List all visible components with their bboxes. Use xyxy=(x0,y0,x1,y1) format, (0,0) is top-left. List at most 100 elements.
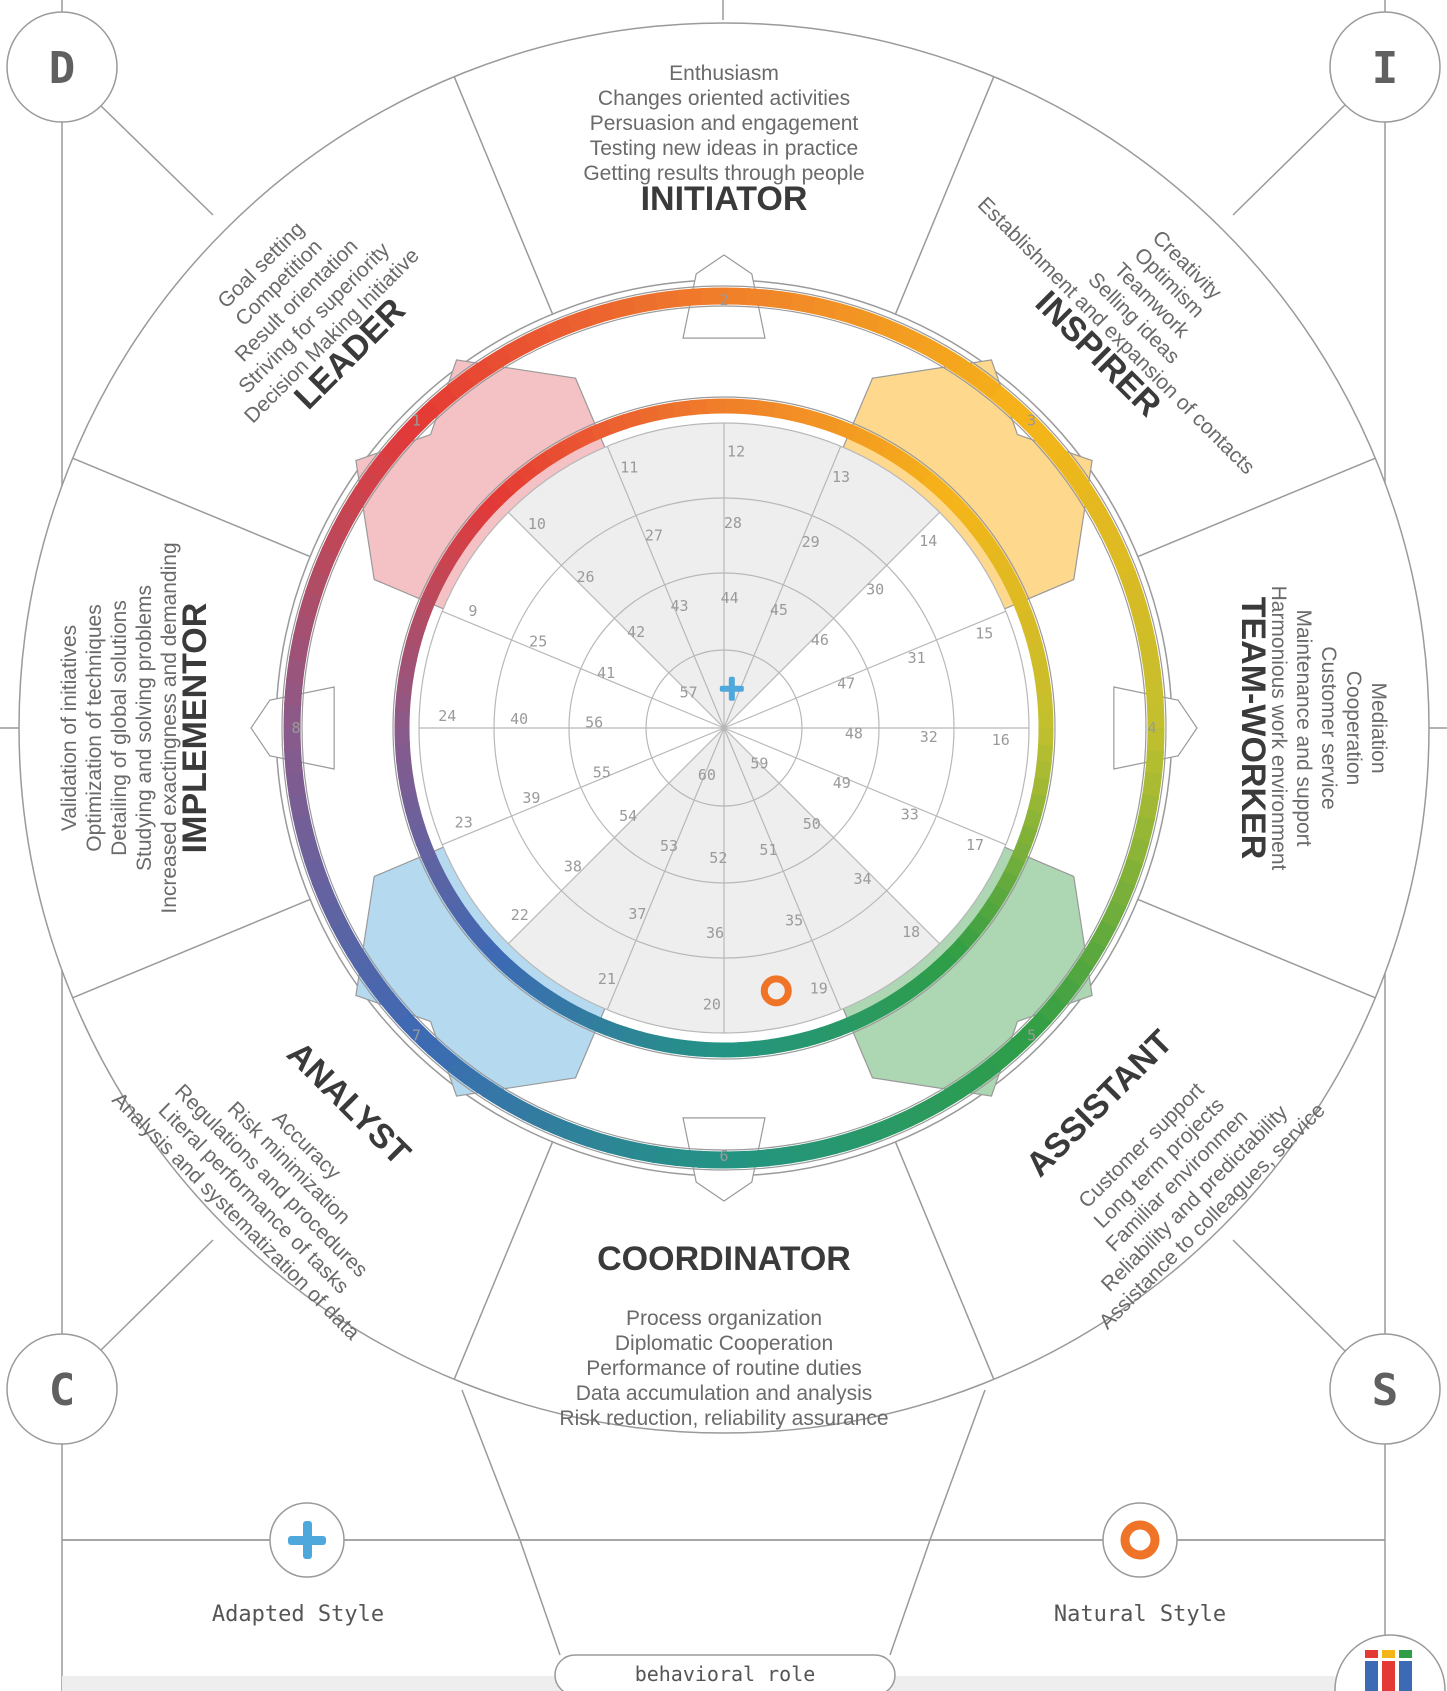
grid-spoke xyxy=(723,511,941,729)
grid-cell-number: 31 xyxy=(908,649,926,667)
grid-cell-number: 51 xyxy=(759,841,777,859)
role-trait: Process organization xyxy=(626,1307,822,1330)
outer-color-ring-segment xyxy=(700,287,728,306)
inner-color-ring-segment xyxy=(934,483,959,508)
inner-color-ring-segment xyxy=(422,576,445,601)
inner-color-ring-segment xyxy=(754,1038,776,1056)
natural-legend-circle xyxy=(1102,1502,1178,1578)
outer-color-ring-segment xyxy=(787,1142,816,1164)
outer-color-ring-segment xyxy=(1142,659,1163,687)
plus-icon-horizontal xyxy=(719,685,744,692)
inner-color-ring-segment xyxy=(638,405,661,425)
role-trait: Harmonious work environment xyxy=(1267,586,1290,871)
inner-color-ring-segment xyxy=(944,938,969,963)
outer-color-ring-segment xyxy=(935,346,967,375)
inner-color-ring-segment xyxy=(672,400,694,418)
outer-color-ring-segment xyxy=(292,813,315,843)
plus-icon xyxy=(288,1521,326,1559)
outer-color-ring-segment xyxy=(320,897,347,928)
role-trait: Increased exactingness and demanding xyxy=(158,542,181,913)
outer-color-ring-segment xyxy=(893,1105,924,1132)
grid-spoke xyxy=(507,727,725,945)
inner-color-ring-segment xyxy=(456,911,480,936)
inner-color-ring-segment xyxy=(479,493,504,518)
role-trait: Diplomatic Cooperation xyxy=(615,1332,833,1355)
outer-color-ring-segment xyxy=(284,678,304,706)
outer-color-ring-segment xyxy=(768,289,796,311)
role-title-initiator: INITIATOR xyxy=(641,180,808,218)
grid-cell-number: 16 xyxy=(992,731,1010,749)
inner-color-ring-segment xyxy=(895,451,920,475)
outer-color-ring-segment xyxy=(521,1103,552,1131)
inner-color-ring-segment xyxy=(619,1026,643,1047)
role-number-1: 1 xyxy=(412,411,421,429)
inner-color-ring-segment xyxy=(396,674,414,696)
outer-color-ring-segment xyxy=(1110,548,1137,580)
inner-color-ring-segment xyxy=(415,838,437,863)
sector-divider xyxy=(453,1141,554,1380)
grid-cell-number: 49 xyxy=(833,774,851,792)
outer-color-ring-segment xyxy=(503,334,535,362)
outer-color-ring-segment xyxy=(629,1141,658,1164)
role-trait: Optimization of techniques xyxy=(83,604,106,851)
grid-spoke xyxy=(441,610,725,729)
grid-cell-number: 17 xyxy=(966,836,984,854)
inner-color-ring-segment xyxy=(1031,659,1050,682)
adapted-style-marker xyxy=(719,676,744,701)
inner-grid xyxy=(418,422,1030,1034)
grid-cell-number: 41 xyxy=(597,664,615,682)
brand-logo xyxy=(1334,1634,1446,1691)
inner-color-ring-segment xyxy=(986,885,1010,910)
grid-cell-number: 14 xyxy=(919,532,937,550)
inner-color-ring-segment xyxy=(908,461,934,485)
inner-color-ring-segment xyxy=(687,1040,708,1058)
role-trait: Cooperation xyxy=(1342,671,1365,785)
inner-color-ring-segment xyxy=(503,470,528,495)
inner-color-ring-segment xyxy=(528,981,553,1005)
outer-color-ring-segment xyxy=(652,1145,680,1167)
inner-color-ring-segment xyxy=(866,434,891,457)
outer-color-ring-segment xyxy=(312,546,339,577)
sector-divider xyxy=(1137,898,1376,999)
inner-color-ring-segment xyxy=(670,1038,692,1056)
inner-color-ring-segment xyxy=(1017,609,1039,633)
inner-color-ring-segment xyxy=(603,1020,627,1042)
inner-color-ring-segment xyxy=(1037,727,1054,748)
inner-color-ring-segment xyxy=(491,481,516,506)
inner-color-ring-segment xyxy=(967,912,991,938)
outer-color-ring-segment xyxy=(293,611,316,640)
inner-color-ring-segment xyxy=(438,546,462,571)
grid-cell-number: 22 xyxy=(511,906,529,924)
inner-color-ring-segment xyxy=(1031,777,1050,799)
grid-spoke xyxy=(507,511,725,729)
inner-color-ring-segment xyxy=(1003,855,1026,880)
outer-color-ring-segment xyxy=(913,1094,945,1122)
outer-color-ring-segment xyxy=(584,1129,615,1154)
outer-color-ring-segment xyxy=(916,335,947,363)
corner-letter-i: I xyxy=(1372,43,1399,94)
outer-color-ring-segment xyxy=(1145,681,1165,709)
inner-color-ring-segment xyxy=(773,402,795,421)
grid-spoke xyxy=(606,445,725,729)
outer-color-ring-segment xyxy=(587,301,618,326)
inner-color-ring-segment xyxy=(1027,793,1047,816)
role-trait: Risk reduction, reliability assurance xyxy=(559,1407,888,1430)
outer-color-ring-segment xyxy=(285,769,306,797)
grid-spoke xyxy=(723,445,842,729)
inner-color-ring-segment xyxy=(405,807,425,830)
inner-color-ring-segment xyxy=(394,708,411,729)
grid-spoke xyxy=(723,727,842,1011)
inner-color-ring-segment xyxy=(605,413,629,435)
outer-color-ring-segment xyxy=(304,856,329,886)
outer-color-ring-segment xyxy=(743,1149,771,1169)
style-markers xyxy=(719,676,792,1007)
inner-color-ring-segment xyxy=(834,1015,859,1037)
grid-cell-number: 54 xyxy=(619,807,637,825)
inner-color-ring-segment xyxy=(921,471,947,496)
outer-color-ring-segment xyxy=(1118,858,1143,889)
sector-divider xyxy=(1137,457,1376,558)
sector-divider xyxy=(453,76,554,315)
grid-spoke xyxy=(441,727,725,846)
